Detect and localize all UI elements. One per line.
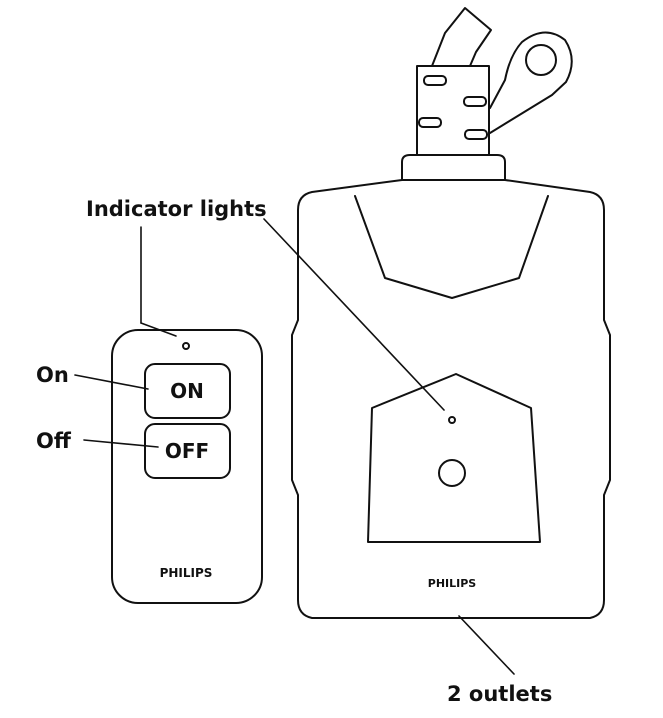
collar-slot bbox=[463, 96, 487, 107]
receiver-neck bbox=[401, 154, 506, 181]
indicator-callout-line bbox=[263, 218, 445, 411]
outlets-callout-line bbox=[458, 615, 515, 675]
receiver-unit: PHILIPS bbox=[290, 7, 612, 619]
indicator-lights-label: Indicator lights bbox=[86, 197, 267, 221]
remote-body bbox=[111, 329, 263, 604]
hanger-tab bbox=[489, 31, 573, 134]
remote-control: ON OFF PHILIPS bbox=[111, 329, 263, 604]
collar-slot bbox=[418, 117, 442, 128]
outlets-label: 2 outlets bbox=[447, 682, 552, 706]
receiver-brand: PHILIPS bbox=[428, 577, 477, 590]
receiver-indicator-light bbox=[448, 416, 456, 424]
remote-indicator-light bbox=[182, 342, 190, 350]
collar-slot bbox=[423, 75, 447, 86]
hanger-ring bbox=[525, 44, 557, 76]
callout-lines bbox=[74, 218, 515, 675]
control-panel bbox=[367, 373, 541, 543]
on-button-label: ON bbox=[170, 379, 204, 403]
off-label: Off bbox=[36, 429, 72, 453]
off-callout-line bbox=[83, 439, 159, 448]
remote-on-button[interactable]: ON bbox=[144, 363, 231, 419]
on-callout-line bbox=[74, 374, 149, 390]
receiver-button[interactable] bbox=[438, 459, 466, 487]
remote-brand: PHILIPS bbox=[160, 566, 213, 580]
indicator-callout-line bbox=[140, 322, 177, 337]
power-cord bbox=[431, 7, 492, 67]
on-label: On bbox=[36, 363, 69, 387]
collar-slot bbox=[464, 129, 488, 140]
receiver-body bbox=[290, 179, 612, 619]
cord-collar bbox=[416, 65, 490, 156]
upper-recess bbox=[354, 195, 549, 299]
off-button-label: OFF bbox=[165, 439, 209, 463]
remote-off-button[interactable]: OFF bbox=[144, 423, 231, 479]
